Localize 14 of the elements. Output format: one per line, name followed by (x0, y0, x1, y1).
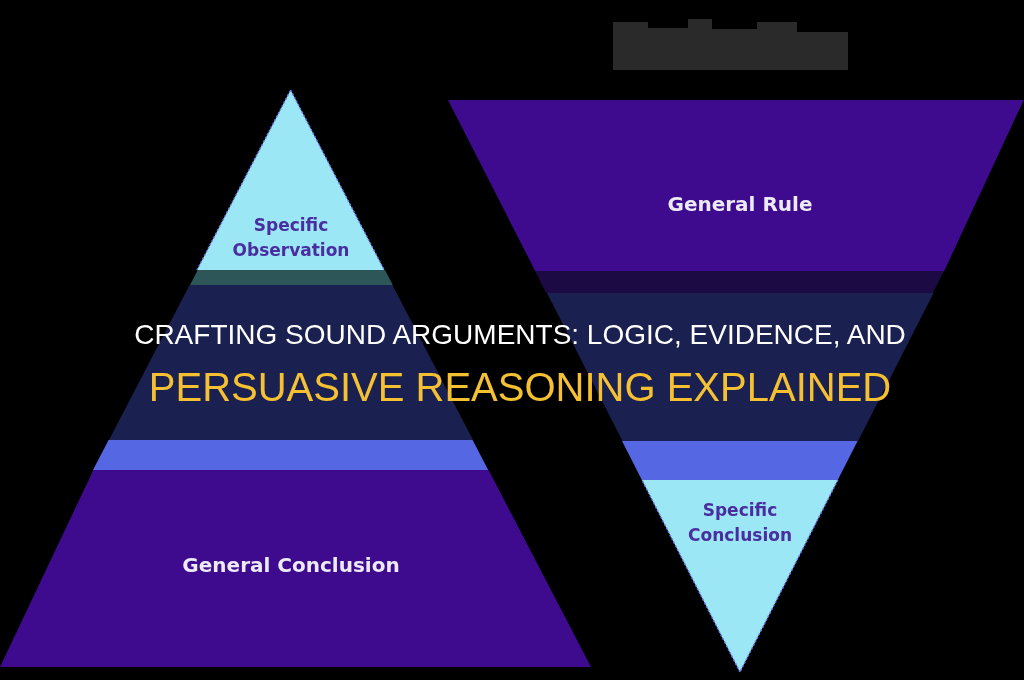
pyramid-layer (93, 440, 489, 470)
pyramid-layer (197, 90, 385, 270)
title: CRAFTING SOUND ARGUMENTS: LOGIC, EVIDENCE, AND PERSUASIVE REASONING EXPLAINED (133, 318, 907, 411)
pyramid-layer (448, 100, 1024, 271)
pyramid-layer (189, 270, 393, 285)
pyramid-layer (0, 470, 592, 667)
blurred-heading-block (613, 19, 848, 70)
pyramid-layer (642, 480, 838, 672)
pyramid-layer (535, 271, 945, 293)
layer-label: General Conclusion (182, 551, 400, 579)
layer-label: Specific Conclusion (688, 499, 792, 547)
layer-label: General Rule (667, 190, 813, 218)
pyramid-layer (622, 441, 858, 480)
layer-label: Specific Observation (232, 214, 350, 262)
